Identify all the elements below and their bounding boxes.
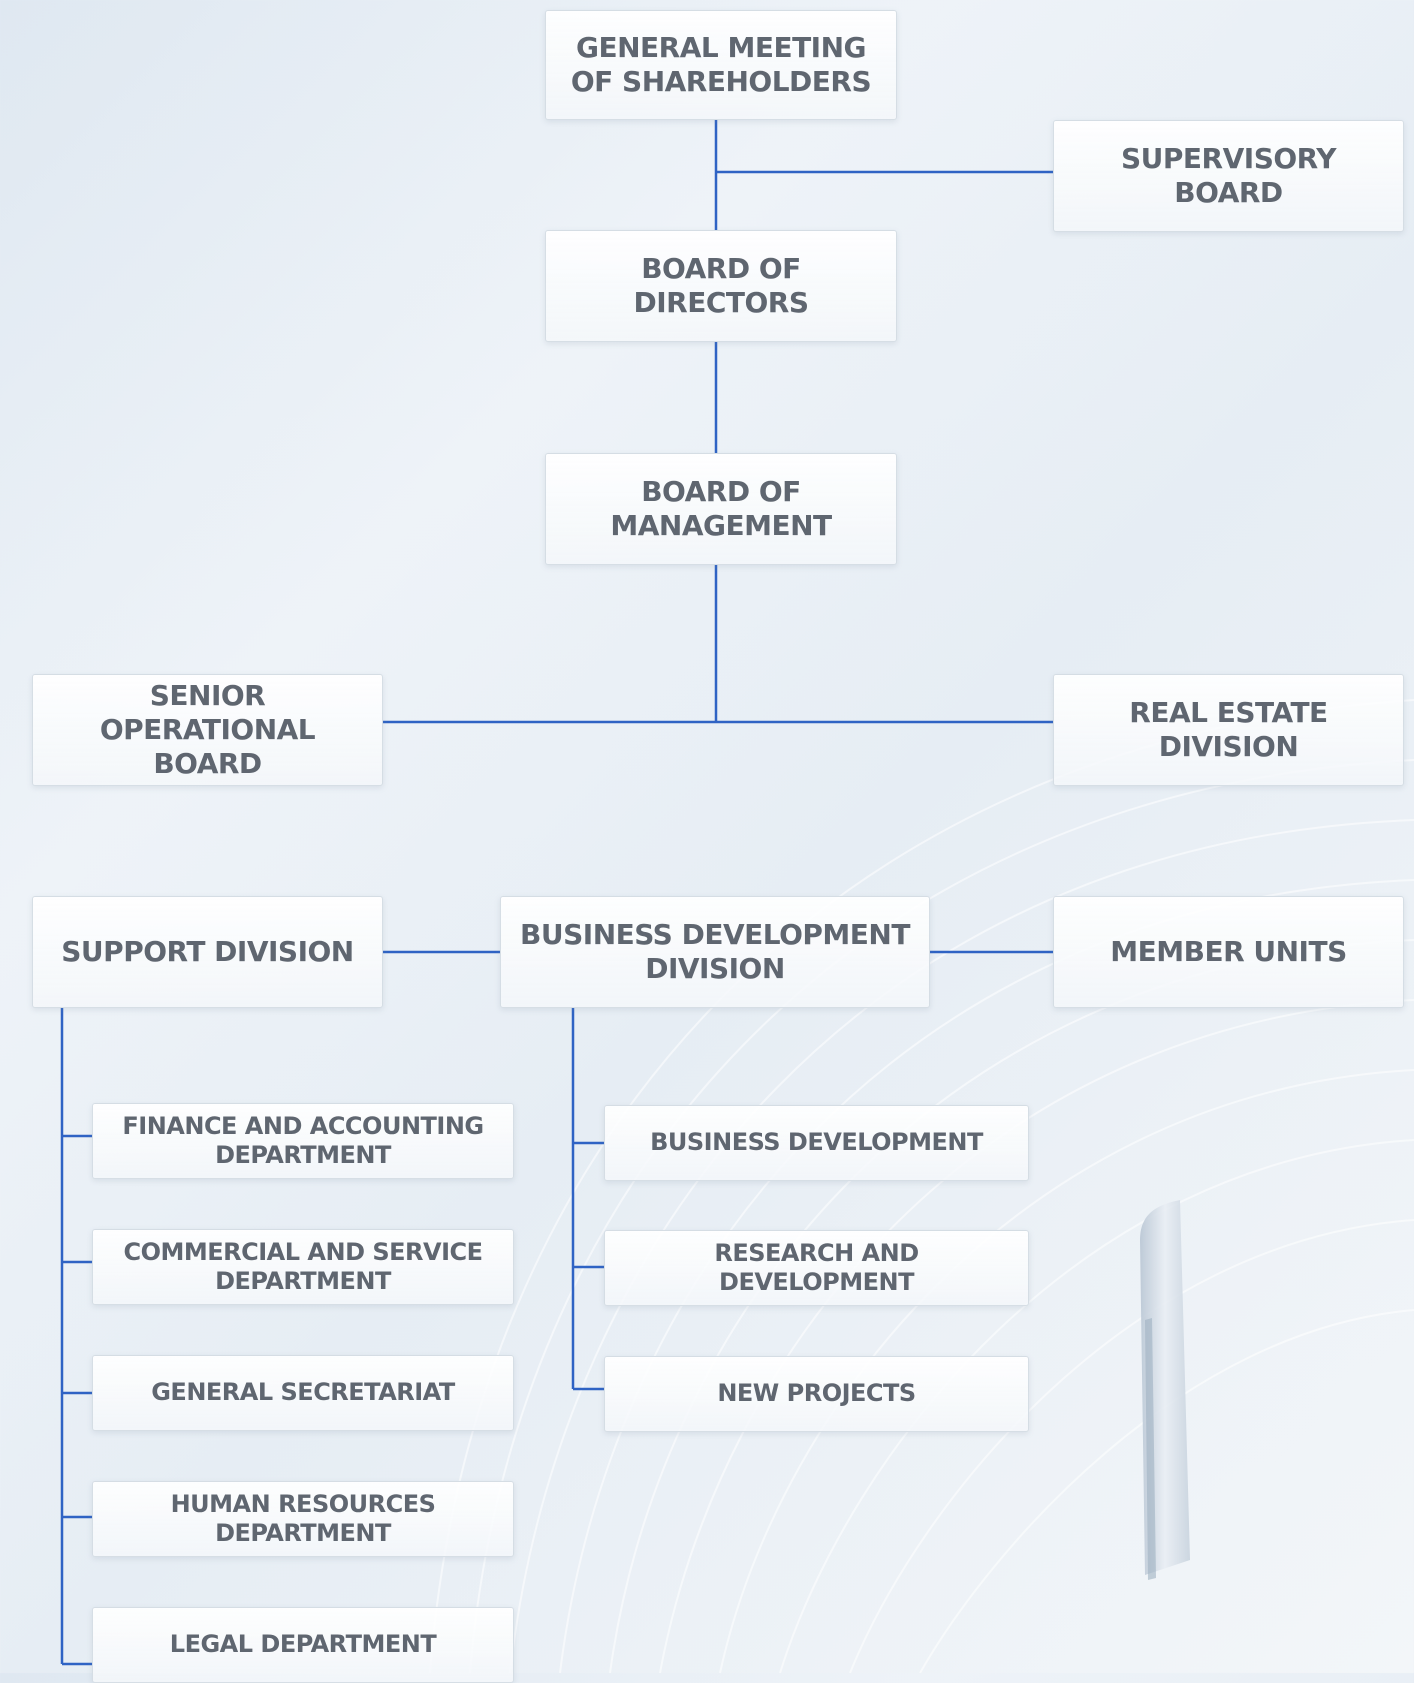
member-units-box: MEMBER UNITS xyxy=(1053,896,1404,1008)
real-estate-division-box: REAL ESTATE DIVISION xyxy=(1053,674,1404,786)
business-department-box: BUSINESS DEVELOPMENT xyxy=(604,1105,1029,1181)
support-department-box: COMMERCIAL AND SERVICE DEPARTMENT xyxy=(92,1229,514,1305)
business-department-label: BUSINESS DEVELOPMENT xyxy=(650,1128,983,1157)
supervisory-board-label: SUPERVISORY BOARD xyxy=(1121,141,1336,209)
support-department-label: FINANCE AND ACCOUNTING DEPARTMENT xyxy=(122,1111,484,1169)
general-meeting-box: GENERAL MEETING OF SHAREHOLDERS xyxy=(545,10,897,120)
support-department-box: HUMAN RESOURCES DEPARTMENT xyxy=(92,1481,514,1557)
business-development-division-box: BUSINESS DEVELOPMENT DIVISION xyxy=(500,896,930,1008)
general-meeting-label: GENERAL MEETING OF SHAREHOLDERS xyxy=(570,30,872,98)
business-department-box: RESEARCH AND DEVELOPMENT xyxy=(604,1230,1029,1306)
tower-illustration xyxy=(1140,1200,1190,1580)
support-department-label: GENERAL SECRETARIAT xyxy=(151,1378,455,1407)
business-department-label: RESEARCH AND DEVELOPMENT xyxy=(714,1238,919,1296)
member-units-label: MEMBER UNITS xyxy=(1110,934,1347,968)
real-estate-division-label: REAL ESTATE DIVISION xyxy=(1129,695,1328,763)
support-department-label: LEGAL DEPARTMENT xyxy=(169,1630,437,1659)
senior-operational-board-box: SENIOR OPERATIONAL BOARD xyxy=(32,674,383,786)
support-department-box: FINANCE AND ACCOUNTING DEPARTMENT xyxy=(92,1103,514,1179)
business-department-box: NEW PROJECTS xyxy=(604,1356,1029,1432)
support-department-label: HUMAN RESOURCES DEPARTMENT xyxy=(170,1489,436,1547)
board-of-directors-label: BOARD OF DIRECTORS xyxy=(633,251,809,319)
board-of-management-label: BOARD OF MANAGEMENT xyxy=(610,474,832,542)
support-department-label: COMMERCIAL AND SERVICE DEPARTMENT xyxy=(123,1237,483,1295)
support-division-label: SUPPORT DIVISION xyxy=(61,934,354,968)
business-development-division-label: BUSINESS DEVELOPMENT DIVISION xyxy=(520,917,910,985)
supervisory-board-box: SUPERVISORY BOARD xyxy=(1053,120,1404,232)
business-department-label: NEW PROJECTS xyxy=(717,1379,916,1408)
board-of-directors-box: BOARD OF DIRECTORS xyxy=(545,230,897,342)
senior-operational-board-label: SENIOR OPERATIONAL BOARD xyxy=(99,678,316,781)
support-department-box: LEGAL DEPARTMENT xyxy=(92,1607,514,1683)
board-of-management-box: BOARD OF MANAGEMENT xyxy=(545,453,897,565)
support-division-box: SUPPORT DIVISION xyxy=(32,896,383,1008)
support-department-box: GENERAL SECRETARIAT xyxy=(92,1355,514,1431)
